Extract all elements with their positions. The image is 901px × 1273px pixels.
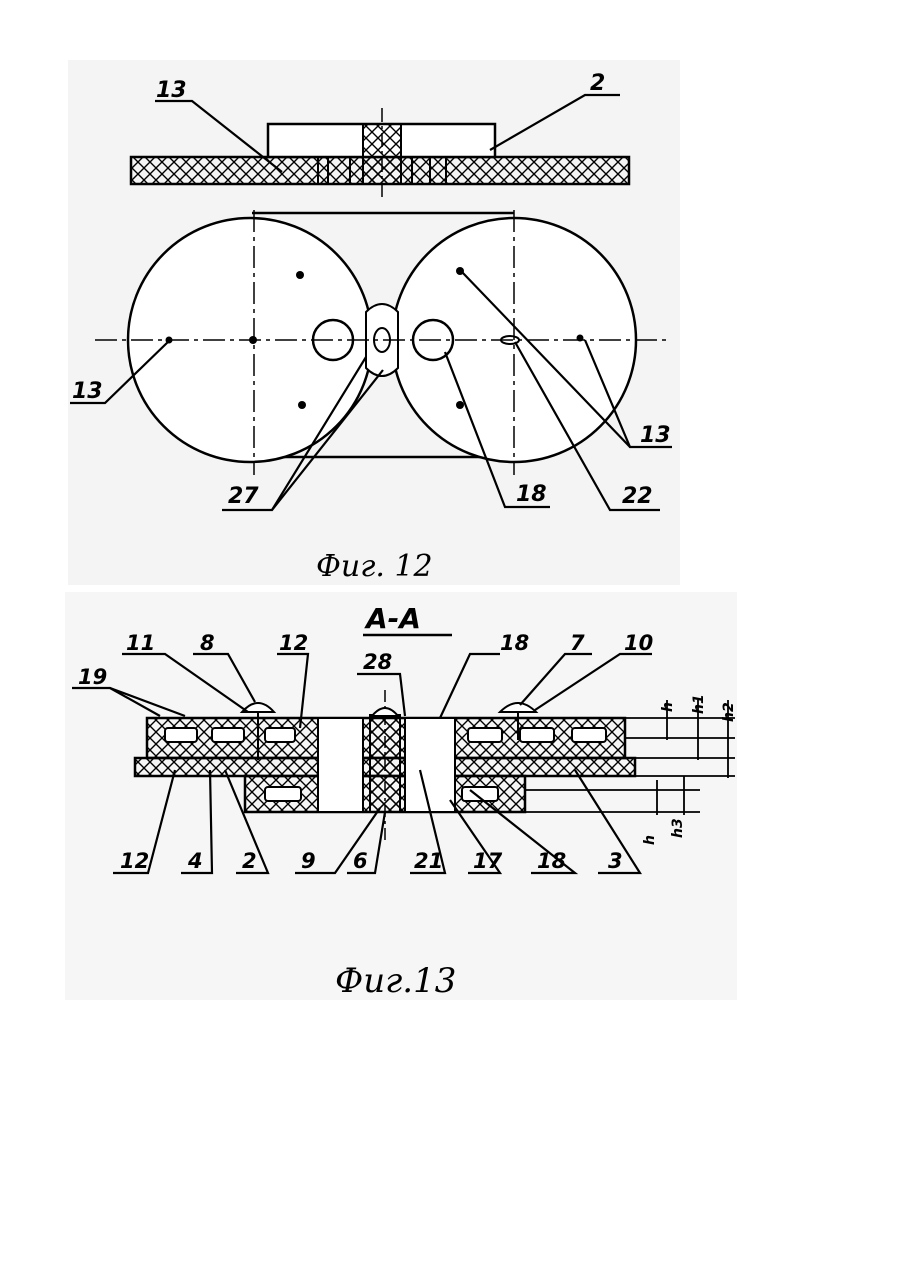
label-3: 3 (608, 849, 623, 873)
label-13-top: 13 (156, 78, 187, 103)
label-17: 17 (473, 849, 503, 873)
label-2: 2 (590, 71, 605, 96)
label-2-bottom: 2 (242, 849, 257, 873)
section-title: А-А (364, 602, 421, 635)
label-21: 21 (414, 849, 443, 873)
figure-13-caption: Фиг.13 (335, 961, 456, 1001)
label-22: 22 (622, 484, 653, 509)
label-4: 4 (187, 849, 203, 873)
dim-label-h1: h1 (691, 694, 707, 714)
label-9: 9 (301, 849, 316, 873)
label-18: 18 (516, 482, 547, 507)
label-18-top: 18 (500, 631, 529, 655)
label-10: 10 (624, 631, 653, 655)
label-6: 6 (353, 849, 368, 873)
dim-label-h2: h2 (721, 702, 737, 722)
label-13-left: 13 (72, 379, 103, 404)
label-13-right: 13 (640, 423, 671, 448)
label-12-top: 12 (279, 631, 308, 655)
label-27: 27 (228, 484, 259, 509)
label-18-bottom: 18 (537, 849, 566, 873)
dim-label-h3: h3 (670, 818, 686, 838)
figure-12-caption: Фиг. 12 (316, 549, 433, 584)
label-7: 7 (570, 631, 585, 655)
dim-label-h: h (660, 702, 676, 712)
label-28: 28 (363, 650, 392, 674)
label-19: 19 (78, 665, 107, 689)
dim-label-h-lower: h (642, 835, 658, 845)
label-12-bottom: 12 (120, 849, 149, 873)
label-8: 8 (200, 631, 215, 655)
label-11: 11 (126, 631, 155, 655)
